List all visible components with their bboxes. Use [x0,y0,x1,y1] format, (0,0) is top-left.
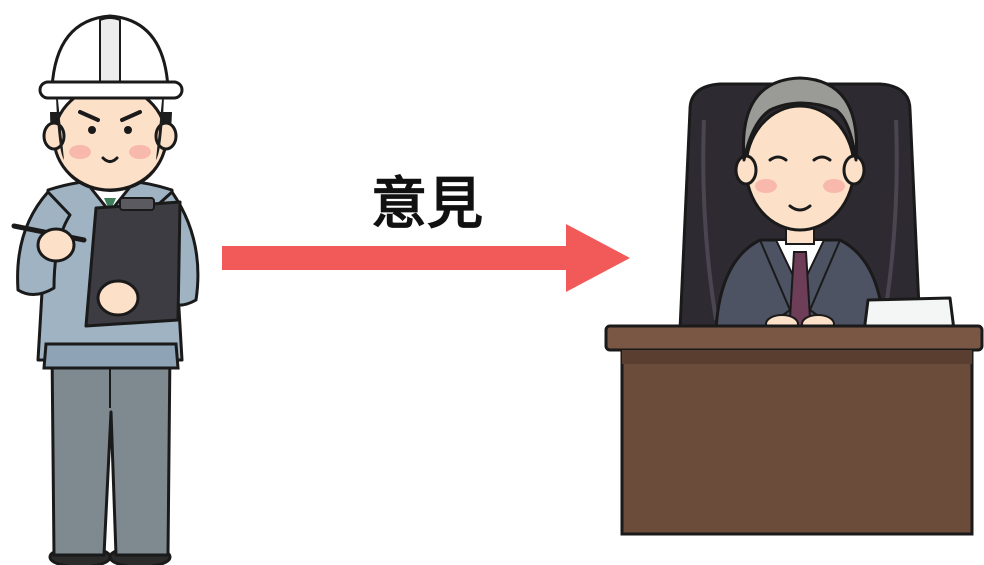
hard-hat-icon [38,14,184,100]
worker-head [42,84,178,192]
worker-illustration [11,14,200,565]
worker-hand-right [96,279,140,317]
worker-trousers [50,346,172,557]
pen-icon [11,223,87,263]
desk [604,324,984,536]
opinion-label: 意見 [371,172,483,237]
arrow-right-icon [222,224,630,292]
executive-head [734,76,866,245]
executive-suit [714,238,886,334]
executive-illustration [604,76,984,536]
